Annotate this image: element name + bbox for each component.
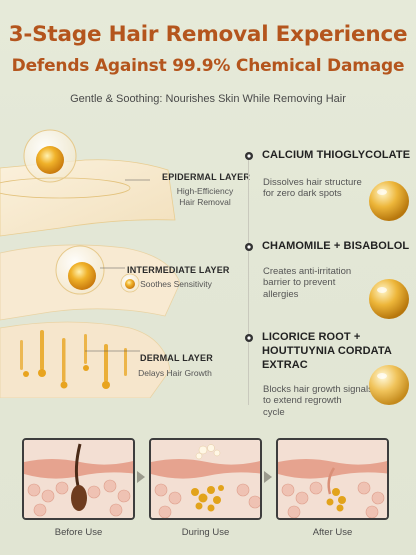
bullet-icon (245, 152, 253, 160)
skin-cross-section-after (278, 440, 387, 518)
ingredient-desc-1-line1: Dissolves hair structure (263, 177, 362, 188)
ingredient-desc-3: Blocks hair growth signals to extend reg… (263, 384, 378, 418)
layer-desc-intermediate: Soothes Sensitivity (140, 279, 212, 289)
bullet-icon (245, 243, 253, 251)
serum-drop-icon (369, 365, 409, 405)
before-use-panel (22, 438, 135, 520)
divider-line (248, 155, 249, 405)
tagline: Gentle & Soothing: Nourishes Skin While … (70, 93, 346, 105)
layer-desc-epidermal-line1: High-Efficiency (176, 186, 234, 196)
ingredient-desc-3-line2: to extend regrowth (263, 395, 342, 407)
ingredient-desc-2: Creates anti-irritation barrier to preve… (263, 266, 378, 300)
gold-droplets (20, 330, 127, 389)
caption-after-use: After Use (312, 527, 353, 538)
serum-drop-icon (369, 279, 409, 319)
ingredient-desc-3-line1: Blocks hair growth signals (263, 384, 373, 395)
ingredient-title-1-line1: CALCIUM THIOGLYCOLATE (262, 149, 411, 161)
ingredient-desc-1-line2: for zero dark spots (263, 188, 342, 200)
ingredient-title-3: LICORICE ROOT + HOUTTUYNIA CORDATA EXTRA… (262, 331, 392, 372)
arrow-right-icon (264, 471, 272, 483)
headline: 3-Stage Hair Removal Experience (8, 22, 408, 47)
caption-before-use: Before Use (54, 527, 103, 538)
ingredient-desc-2-line1: Creates anti-irritation (263, 266, 352, 277)
ingredient-desc-2-line3: allergies (263, 288, 299, 300)
sub-headline: Defends Against 99.9% Chemical Damage (11, 56, 405, 76)
layer-desc-dermal: Delays Hair Growth (138, 368, 212, 378)
ingredient-title-3-line3: EXTRAC (262, 358, 308, 371)
after-use-panel (276, 438, 389, 520)
ingredient-title-1: CALCIUM THIOGLYCOLATE (262, 149, 410, 163)
layer-label-epidermal: EPIDERMAL LAYER (162, 172, 251, 182)
skin-layers-illustration (0, 129, 181, 398)
caption-during-use: During Use (181, 527, 230, 538)
ingredient-desc-1: Dissolves hair structure for zero dark s… (263, 177, 378, 200)
layer-desc-epidermal-line2: Hair Removal (179, 196, 231, 207)
ingredient-title-2: CHAMOMILE + BISABOLOL (262, 240, 409, 254)
epidermal-capsule (0, 129, 131, 199)
ingredient-title-2-line1: CHAMOMILE + BISABOLOL (262, 240, 410, 252)
ingredient-desc-3-line3: cycle (263, 406, 285, 418)
ingredient-title-3-line1: LICORICE ROOT + (262, 331, 361, 343)
layer-label-intermediate: INTERMEDIATE LAYER (127, 265, 230, 275)
skin-cross-section-before (24, 440, 133, 518)
layer-desc-epidermal: High-Efficiency Hair Removal (160, 186, 250, 207)
bullet-icon (245, 334, 253, 342)
during-use-panel (149, 438, 262, 520)
skin-cross-section-during (151, 440, 260, 518)
serum-drop-icon (369, 181, 409, 221)
arrow-right-icon (137, 471, 145, 483)
layer-label-dermal: DERMAL LAYER (140, 353, 213, 363)
intermediate-capsule (55, 245, 140, 295)
ingredient-desc-2-line2: barrier to prevent (263, 277, 336, 289)
ingredient-title-3-line2: HOUTTUYNIA CORDATA (262, 344, 392, 357)
